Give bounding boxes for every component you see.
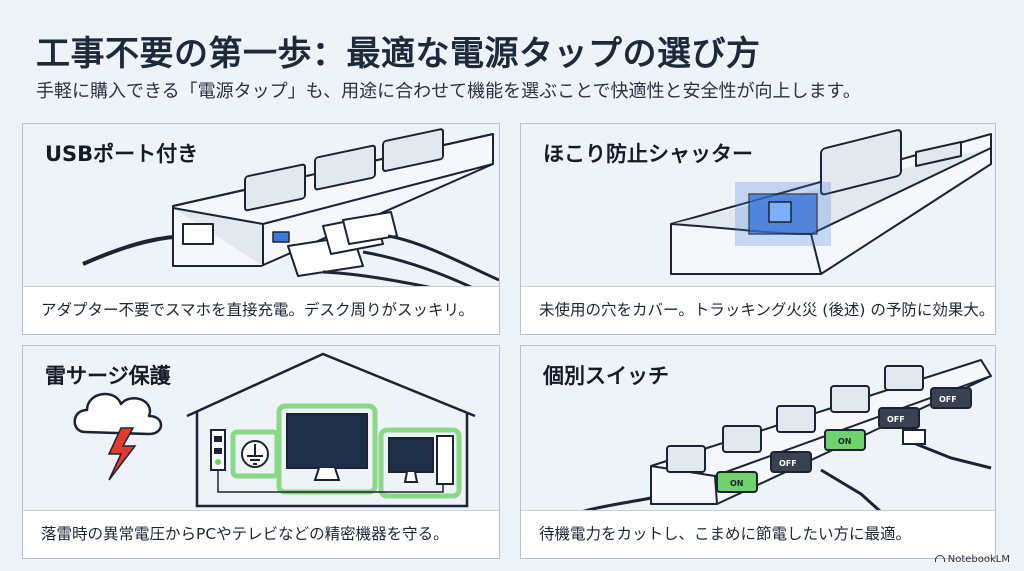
brand-name: NotebookLM bbox=[947, 554, 1010, 565]
panel-title: 個別スイッチ bbox=[543, 364, 669, 388]
ground-icon bbox=[241, 440, 269, 468]
surge-illustration bbox=[23, 346, 499, 512]
tv-icon bbox=[286, 413, 368, 481]
panel-usb-ports: USBポート付き アダプター不要でスマホを直接充電。デスク周りがスッキリ。 bbox=[22, 123, 500, 335]
panel-caption: 未使用の穴をカバー。トラッキング火災 (後述) の予防に効果大。 bbox=[521, 286, 995, 334]
switch-strip-illustration: ON OFF ON OFF OFF bbox=[521, 346, 995, 512]
switch-off-label: OFF bbox=[939, 395, 957, 404]
switch-on bbox=[824, 429, 866, 451]
house-icon bbox=[186, 352, 476, 508]
page-title: 工事不要の第一歩：最適な電源タップの選び方 bbox=[36, 34, 761, 74]
switch-off-label: OFF bbox=[779, 459, 797, 468]
switch-off bbox=[930, 387, 972, 409]
switch-off bbox=[878, 407, 920, 429]
panel-caption: アダプター不要でスマホを直接充電。デスク周りがスッキリ。 bbox=[23, 286, 499, 334]
switch-on bbox=[716, 471, 758, 493]
panel-dust-shutter: ほこり防止シャッター 未使用の穴をカバー。トラッキング火災 (後述) の予防に効… bbox=[520, 123, 996, 335]
page-subtitle: 手軽に購入できる「電源タップ」も、用途に合わせて機能を選ぶことで快適性と安全性が… bbox=[36, 81, 861, 102]
usb-strip-illustration bbox=[23, 124, 499, 288]
switch-group: ON OFF ON OFF OFF bbox=[716, 387, 972, 493]
switch-off bbox=[770, 451, 812, 473]
panel-title: USBポート付き bbox=[45, 142, 199, 166]
shutter-strip-illustration bbox=[521, 124, 995, 288]
switch-off-label: OFF bbox=[887, 415, 905, 424]
switch-on-label: ON bbox=[838, 437, 852, 446]
panel-caption: 待機電力をカットし、こまめに節電したい方に最適。 bbox=[521, 510, 995, 558]
surge-protector-icon bbox=[210, 429, 226, 471]
brand-badge: NotebookLM bbox=[934, 554, 1010, 565]
notebooklm-logo-icon bbox=[934, 555, 945, 562]
pc-icon bbox=[388, 435, 454, 485]
panel-surge-protection: 雷サージ保護 落雷時の異常電圧からPCやテレビなどの精密機器を守る。 bbox=[22, 345, 500, 559]
lightning-bolt-icon bbox=[107, 427, 137, 481]
switch-on-label: ON bbox=[730, 479, 744, 488]
panel-title: 雷サージ保護 bbox=[45, 364, 171, 388]
panel-caption: 落雷時の異常電圧からPCやテレビなどの精密機器を守る。 bbox=[23, 510, 499, 558]
cloud-icon bbox=[73, 392, 163, 436]
panel-title: ほこり防止シャッター bbox=[543, 142, 753, 166]
panel-individual-switches: ON OFF ON OFF OFF 個別スイッチ 待機電力をカットし、こまめに節… bbox=[520, 345, 996, 559]
